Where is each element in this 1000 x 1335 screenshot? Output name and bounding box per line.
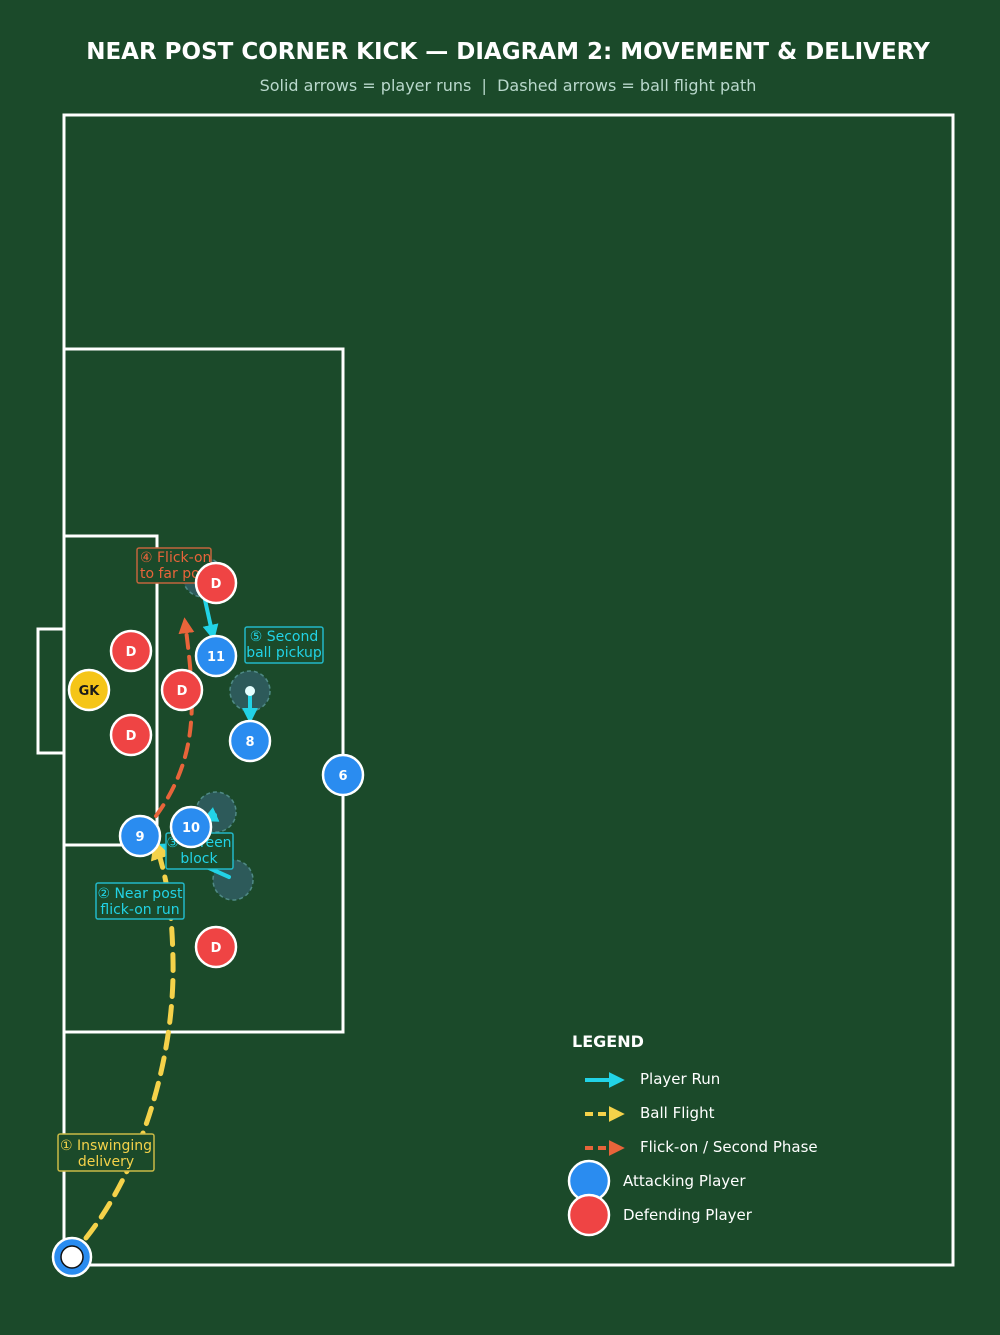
annotation-near-post-run: ② Near post flick-on run xyxy=(95,882,185,920)
attacker-6: 6 xyxy=(321,753,365,797)
annotation-flick-line1: ④ Flick-on xyxy=(140,550,211,566)
legend-label-player-run: Player Run xyxy=(640,1070,720,1088)
annotation-second-line1: ⑤ Second xyxy=(250,629,319,645)
annotation-second-ball: ⑤ Second ball pickup xyxy=(244,626,324,664)
legend: LEGEND Player Run Ball Flight Flick-on /… xyxy=(567,1032,818,1237)
legend-title: LEGEND xyxy=(572,1032,644,1051)
defender-5: D xyxy=(194,925,238,969)
attacker-label: 6 xyxy=(338,769,347,784)
defender-3: D xyxy=(160,668,204,712)
annotation-flick-far-post: ④ Flick-on to far post xyxy=(136,547,213,584)
defender-2: D xyxy=(109,629,153,673)
legend-label-ball-flight: Ball Flight xyxy=(640,1104,715,1122)
annotation-screen-line2: block xyxy=(180,851,218,867)
defender-4: D xyxy=(109,713,153,757)
pitch-markings xyxy=(36,113,955,1267)
defender-label: D xyxy=(177,684,188,699)
goalkeeper: GK xyxy=(67,668,111,712)
annotation-near-post-line2: flick-on run xyxy=(100,902,179,918)
annotation-inswinging-line1: ① Inswinging xyxy=(60,1138,152,1154)
page-title: NEAR POST CORNER KICK — DIAGRAM 2: MOVEM… xyxy=(86,39,930,65)
attacker-label: 10 xyxy=(182,821,200,836)
attacker-11: 11 xyxy=(194,634,238,678)
run-arrow-11 xyxy=(202,598,219,641)
annotation-second-line2: ball pickup xyxy=(246,645,322,661)
legend-icon-defender xyxy=(567,1193,611,1237)
attacker-label: 8 xyxy=(245,735,254,750)
defender-label: D xyxy=(211,577,222,592)
attacker-10: 10 xyxy=(169,805,213,849)
attacker-9: 9 xyxy=(118,814,162,858)
defender-label: D xyxy=(211,941,222,956)
corner-ball xyxy=(51,1236,93,1278)
annotation-inswinging: ① Inswinging delivery xyxy=(57,1133,155,1172)
defender-1: D xyxy=(194,561,238,605)
legend-label-attacker: Attacking Player xyxy=(623,1172,746,1190)
attacker-8: 8 xyxy=(228,719,272,763)
annotation-inswinging-line2: delivery xyxy=(78,1154,134,1170)
annotation-flick-line2: to far post xyxy=(140,566,213,582)
defender-label: D xyxy=(126,645,137,660)
attacker-label: 9 xyxy=(135,830,144,845)
legend-label-defender: Defending Player xyxy=(623,1206,753,1224)
defender-label: D xyxy=(126,729,137,744)
goal xyxy=(36,627,66,755)
page-subtitle: Solid arrows = player runs | Dashed arro… xyxy=(260,76,757,95)
annotation-near-post-line1: ② Near post xyxy=(97,886,183,902)
attacker-label: 11 xyxy=(207,650,225,665)
goalkeeper-label: GK xyxy=(79,684,101,699)
legend-label-flick-on: Flick-on / Second Phase xyxy=(640,1138,818,1156)
flick-on-path xyxy=(154,617,195,818)
ghost-dot-8 xyxy=(245,686,255,696)
